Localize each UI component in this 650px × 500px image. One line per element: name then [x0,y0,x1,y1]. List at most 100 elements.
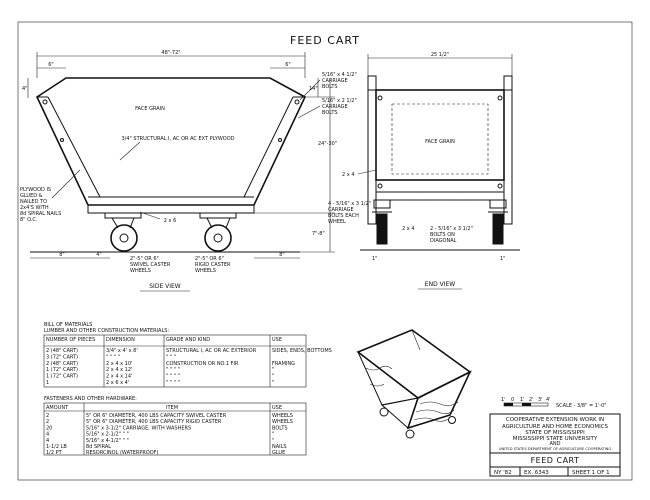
hardware-row-cell: GLUE [272,450,285,456]
bill-row-cell: 2 x 6 x 4' [106,380,129,386]
bill-row-cell: " " " [166,354,176,360]
svg-text:RIGID CASTER: RIGID CASTER [195,262,231,268]
svg-text:4 - 5/16" x 3 1/2": 4 - 5/16" x 3 1/2" [328,201,371,207]
hardware-row-cell: " [272,438,274,444]
hardware-row-cell: 5" OR 6" DIAMETER, 400 LBS CAPACITY RIGI… [86,419,222,425]
svg-text:5/16" x 4 1/2": 5/16" x 4 1/2" [322,72,357,78]
dim-left-height: 4" [22,86,27,92]
title-block: COOPERATIVE EXTENSION WORK IN AGRICULTUR… [489,413,621,477]
side-face-grain: FACE GRAIN [135,106,165,112]
bill-row-cell: " [272,380,274,386]
hardware-row-cell: 20 [46,425,52,431]
bill-row-cell: 3 (72" CART) [46,354,78,360]
svg-text:WHEELS: WHEELS [130,268,151,274]
svg-text:AND: AND [549,441,560,447]
hardware-row-cell: 1-1/2 LB [46,444,67,450]
scale-bar: 1' 0 1' 2' 3' 4' SCALE - 3/8" = 1'-0" [501,397,607,409]
hardware-row-cell: 2 [46,413,49,419]
hardware-row-cell: WHEELS [272,413,293,419]
side-bolts-top-note: 5/16" x 4 1/2" CARRIAGE BOLTS [322,72,357,90]
svg-text:USE: USE [272,405,282,411]
swivel-wheel-note: 2"-5" OR 6" SWIVEL CASTER WHEELS [130,256,171,274]
end-bolts-diag-note: 2 - 5/16" x 3 1/2" BOLTS ON DIAGONAL [430,226,473,244]
svg-text:SWIVEL CASTER: SWIVEL CASTER [130,262,171,268]
side-glued-note: PLYWOOD IS GLUED & NAILED TO 2x4'S WITH … [20,187,61,223]
rigid-wheel-note: 2"-5" OR 6" RIGID CASTER WHEELS [195,256,231,274]
bill-subheading: LUMBER AND OTHER CONSTRUCTION MATERIALS: [44,328,169,334]
dim-right-offset: 14" [309,86,318,92]
svg-text:UNITED STATES DEPARTMENT OF AG: UNITED STATES DEPARTMENT OF AGRICULTURE … [499,447,612,451]
hardware-row-cell: 5" OR 6" DIAMETER, 400 LBS CAPACITY SWIV… [86,413,227,419]
svg-text:2"-5" OR 6": 2"-5" OR 6" [195,256,224,262]
dim-bottom-left2: 4" [96,252,101,258]
end-body-outline [375,89,505,181]
svg-text:0: 0 [511,397,514,403]
side-bolts-mid-note: 5/16" x 2 1/2" CARRIAGE BOLTS [322,98,357,116]
svg-text:8" O.C.: 8" O.C. [20,217,38,223]
hardware-row-cell: 5/16" x 2-1/2" " " [86,432,129,438]
bill-row-cell: CONSTRUCTION OR NO.1 FIR [166,361,239,367]
svg-text:4': 4' [546,397,551,403]
hardware-row-cell: 4 [46,432,49,438]
svg-text:2"-5" OR 6": 2"-5" OR 6" [130,256,159,262]
svg-text:1': 1' [520,397,525,403]
svg-text:2x4'S WITH: 2x4'S WITH [20,205,49,211]
sheet-border [17,21,633,481]
svg-text:AMOUNT: AMOUNT [46,405,69,411]
dim-top-offset-left: 6" [48,62,53,68]
bill-of-materials: BILL OF MATERIALS LUMBER AND OTHER CONST… [43,322,332,388]
svg-text:5/16" x 2 1/2": 5/16" x 2 1/2" [322,98,357,104]
hardware-row-cell: 4 [46,438,49,444]
side-view-caption: SIDE VIEW [149,283,181,290]
svg-text:2 - 5/16" x 3 1/2": 2 - 5/16" x 3 1/2" [430,226,473,232]
bill-row-cell: 2 x 4 x 12' [106,367,132,373]
bill-row-cell: 2 (48" CART) [46,361,78,367]
bill-row-cell: " " " " [166,380,180,386]
svg-text:PLYWOOD IS: PLYWOOD IS [20,187,51,193]
svg-text:NUMBER OF PIECES: NUMBER OF PIECES [46,337,95,343]
side-bottom-frame [87,204,255,214]
end-view-caption: END VIEW [425,281,455,288]
svg-text:AGRICULTURE AND HOME ECONOMICS: AGRICULTURE AND HOME ECONOMICS [502,424,609,430]
side-frame-label: 2 x 6 [164,218,177,224]
bill-row-cell: 2 x 4 x 14' [106,374,132,380]
dim-top-width: 48"-72" [161,50,180,56]
svg-text:WHEELS: WHEELS [195,268,216,274]
bill-row-cell: " " " " [106,354,120,360]
drawing-title: FEED CART [290,34,360,47]
hardware-row-cell: " [272,432,274,438]
end-view: 25 1/2" FACE GRAIN 2 x 4 4 - 5/16" x 3 1… [328,52,520,290]
end-face-grain: FACE GRAIN [425,139,455,145]
end-bolts-each-note: 4 - 5/16" x 3 1/2" CARRIAGE BOLTS EACH W… [328,201,371,225]
bill-row-cell: SIDES, ENDS, BOTTOMS [272,348,332,354]
side-plywood-note: 3/4" STRUCTURAL I, AC OR AC EXT PLYWOOD [121,136,234,142]
bill-row-cell: FRAMING [272,361,295,367]
hardware-row-cell: RESORCINOL (WATERPROOF) [86,450,159,456]
bill-row-cell: " " " " [166,374,180,380]
svg-text:2': 2' [529,397,534,403]
bill-row-cell: 1 [46,380,49,386]
dim-bottom-right: 8" [279,252,284,258]
bill-row-cell: STRUCTURAL I, AC OR AC EXTERIOR [166,348,257,354]
svg-text:CARRIAGE: CARRIAGE [328,207,354,213]
svg-text:WHEEL: WHEEL [328,219,346,225]
svg-text:8d SPIRAL NAILS: 8d SPIRAL NAILS [20,211,61,217]
end-dim-width: 25 1/2" [431,52,449,58]
hardware-row-cell: 5/16" x 3-1/2" CARRIAGE, WITH WASHERS [86,425,191,431]
hardware-row-cell: 1/2 PT [46,450,63,456]
hardware-row-cell: 5/16" x 4-1/2" " " [86,438,129,444]
svg-text:BOLTS ON: BOLTS ON [430,232,455,238]
bill-row-cell: " [272,374,274,380]
bill-row-cell: " " " " [166,367,180,373]
bill-row-cell: 1 (72" CART) [46,374,78,380]
end-caster-right [492,213,504,245]
title-block-name: FEED CART [531,456,580,465]
end-caster-left [376,213,388,245]
title-block-number: EX. 6343 [524,470,549,476]
svg-text:STATE OF MISSISSIPPI: STATE OF MISSISSIPPI [525,430,585,436]
end-dim-right: 1" [500,256,505,262]
title-block-date: NY '82 [494,470,512,476]
hardware-heading: FASTENERS AND OTHER HARDWARE: [44,396,137,402]
